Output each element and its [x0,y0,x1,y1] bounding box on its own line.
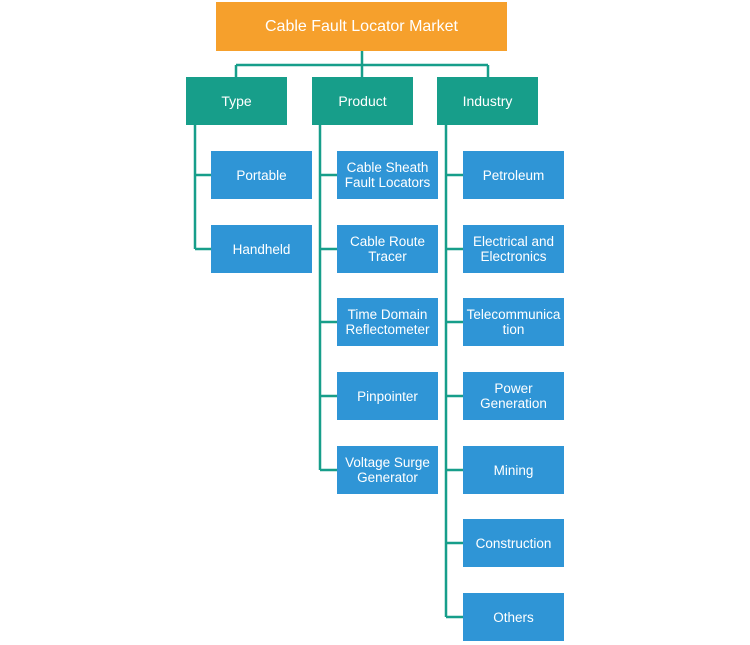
product-item-cable-sheath: Cable Sheath Fault Locators [337,151,438,199]
industry-item-power: Power Generation [463,372,564,420]
industry-item-electrical: Electrical and Electronics [463,225,564,273]
industry-item-telecom: Telecommunica tion [463,298,564,346]
type-item-portable: Portable [211,151,312,199]
product-item-pinpointer: Pinpointer [337,372,438,420]
industry-item-mining: Mining [463,446,564,494]
category-product: Product [312,77,413,125]
industry-item-petroleum: Petroleum [463,151,564,199]
category-type: Type [186,77,287,125]
product-item-tdr: Time Domain Reflectometer [337,298,438,346]
product-item-surge-generator: Voltage Surge Generator [337,446,438,494]
product-item-route-tracer: Cable Route Tracer [337,225,438,273]
industry-item-others: Others [463,593,564,641]
industry-item-construction: Construction [463,519,564,567]
root-node: Cable Fault Locator Market [216,2,507,51]
type-item-handheld: Handheld [211,225,312,273]
category-industry: Industry [437,77,538,125]
